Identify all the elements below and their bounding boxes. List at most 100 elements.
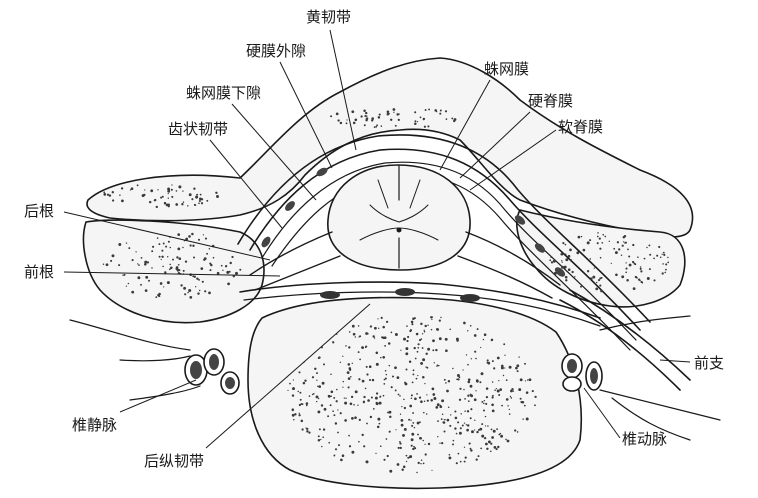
stipple-dot: [401, 468, 404, 472]
stipple-dot: [519, 378, 523, 382]
stipple-dot: [623, 234, 627, 238]
stipple-dot: [515, 366, 518, 370]
stipple-dot: [320, 404, 324, 407]
stipple-dot: [357, 404, 359, 406]
stipple-dot: [514, 429, 517, 432]
stipple-dot: [189, 296, 193, 299]
stipple-dot: [330, 390, 334, 394]
stipple-dot: [425, 413, 428, 415]
stipple-dot: [419, 116, 422, 119]
stipple-dot: [482, 338, 485, 341]
stipple-dot: [163, 201, 167, 205]
stipple-dot: [463, 388, 465, 391]
stipple-dot: [417, 346, 420, 349]
stipple-dot: [162, 242, 165, 245]
stipple-dot: [428, 108, 431, 111]
stipple-dot: [380, 356, 382, 359]
stipple-dot: [165, 203, 169, 207]
stipple-dot: [443, 419, 446, 421]
stipple-dot: [108, 194, 112, 197]
stipple-dot: [395, 429, 397, 431]
stipple-dot: [410, 394, 413, 397]
stipple-dot: [198, 289, 201, 292]
stipple-dot: [111, 191, 114, 194]
stipple-dot: [175, 190, 178, 192]
stipple-dot: [103, 191, 106, 194]
stipple-dot: [200, 267, 204, 270]
stipple-dot: [576, 251, 580, 255]
stipple-dot: [505, 398, 509, 401]
stipple-dot: [358, 440, 360, 443]
stipple-dot: [410, 320, 414, 324]
stipple-dot: [348, 331, 351, 333]
stipple-dot: [399, 446, 402, 450]
stipple-dot: [469, 417, 472, 420]
stipple-dot: [316, 372, 318, 375]
stipple-dot: [366, 115, 368, 117]
stipple-dot: [382, 355, 386, 359]
stipple-dot: [352, 332, 356, 336]
stipple-dot: [403, 337, 406, 341]
stipple-dot: [348, 346, 351, 349]
stipple-dot: [449, 328, 452, 331]
stipple-dot: [200, 198, 204, 201]
stipple-dot: [339, 361, 342, 363]
stipple-dot: [425, 366, 427, 368]
stipple-dot: [354, 390, 358, 394]
stipple-dot: [610, 262, 612, 265]
stipple-dot: [646, 277, 650, 280]
stipple-dot: [365, 365, 368, 368]
stipple-dot: [169, 246, 172, 249]
stipple-dot: [436, 364, 439, 367]
stipple-dot: [397, 393, 400, 396]
stipple-dot: [592, 275, 596, 279]
stipple-dot: [316, 400, 318, 403]
stipple-dot: [525, 417, 529, 421]
stipple-dot: [408, 418, 411, 421]
stipple-dot: [632, 243, 635, 247]
stipple-dot: [317, 410, 321, 414]
stipple-dot: [342, 386, 344, 388]
stipple-dot: [183, 286, 187, 290]
stipple-dot: [445, 118, 448, 120]
stipple-dot: [639, 267, 642, 270]
stipple-dot: [476, 430, 479, 434]
label-anterior-root: 前根: [24, 263, 54, 281]
stipple-dot: [312, 392, 315, 395]
stipple-dot: [600, 276, 603, 279]
stipple-dot: [463, 446, 466, 448]
stipple-dot: [384, 377, 387, 380]
stipple-dot: [577, 235, 581, 239]
stipple-dot: [128, 247, 131, 250]
stipple-dot: [633, 262, 636, 265]
stipple-dot: [420, 361, 424, 365]
stipple-dot: [224, 265, 228, 268]
stipple-dot: [171, 195, 174, 198]
stipple-dot: [169, 263, 171, 266]
stipple-dot: [496, 356, 500, 360]
leader-lines: [63, 29, 691, 449]
label-vertebral-vein: 椎静脉: [72, 416, 117, 434]
stipple-dot: [364, 387, 367, 390]
stipple-dot: [597, 279, 601, 282]
stipple-dot: [402, 433, 405, 437]
stipple-dot: [397, 446, 400, 449]
stipple-dot: [440, 316, 442, 319]
stipple-dot: [330, 115, 333, 118]
stipple-dot: [206, 252, 209, 255]
stipple-dot: [380, 316, 383, 319]
stipple-dot: [436, 403, 440, 407]
stipple-dot: [158, 243, 161, 246]
stipple-dot: [420, 400, 423, 403]
stipple-dot: [616, 241, 620, 244]
stipple-dot: [306, 430, 309, 433]
bone-stippling: [102, 108, 670, 474]
stipple-dot: [376, 124, 378, 127]
stipple-dot: [322, 436, 325, 439]
stipple-dot: [504, 367, 506, 369]
stipple-dot: [368, 365, 372, 369]
stipple-dot: [589, 277, 593, 281]
stipple-dot: [487, 361, 491, 365]
stipple-dot: [351, 110, 355, 114]
stipple-dot: [377, 318, 379, 320]
